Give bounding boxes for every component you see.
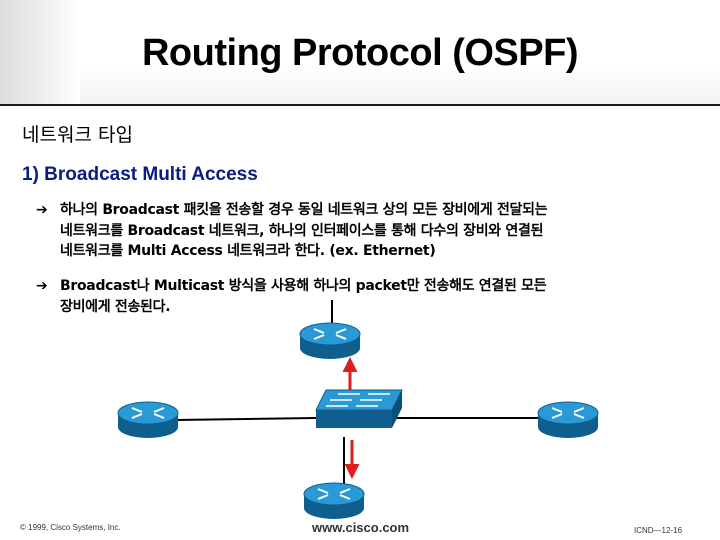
bullet-2: ➔ Broadcast나 Multicast 방식을 사용해 하나의 packe…	[36, 276, 547, 317]
arrow-bullet-icon: ➔	[36, 278, 48, 294]
arrow-bullet-icon: ➔	[36, 202, 48, 218]
title-bar	[0, 0, 720, 106]
bullet-2-line-2: 장비에게 전송된다.	[60, 298, 171, 315]
router-icon	[537, 401, 599, 439]
bullet-2-line-1: Broadcast나 Multicast 방식을 사용해 하나의 packet만…	[60, 278, 547, 294]
bullet-1-line-3: 네트워크를 Multi Access 네트워크라 한다. (ex. Ethern…	[60, 243, 436, 259]
section-heading: 1) Broadcast Multi Access	[22, 164, 258, 185]
website-link[interactable]: www.cisco.com	[312, 520, 410, 535]
slide-title: Routing Protocol (OSPF)	[141, 32, 579, 74]
router-icon	[303, 482, 365, 520]
page-number: ICND—12-16	[634, 526, 683, 535]
router-icon	[299, 322, 361, 360]
bullet-1: ➔ 하나의 Broadcast 패킷을 전송할 경우 동일 네트워크 상의 모든…	[36, 200, 548, 262]
slide-subtitle: 네트워크 타입	[22, 124, 133, 146]
bullet-1-line-2: 네트워크를 Broadcast 네트워크, 하나의 인터페이스를 통해 다수의 …	[60, 222, 544, 239]
link-left	[175, 417, 317, 421]
bullet-1-line-1: 하나의 Broadcast 패킷을 전송할 경우 동일 네트워크 상의 모든 장…	[60, 202, 548, 218]
copyright-text: © 1999, Cisco Systems, Inc.	[20, 523, 121, 532]
router-icon	[117, 401, 179, 439]
switch-icon	[315, 389, 403, 428]
